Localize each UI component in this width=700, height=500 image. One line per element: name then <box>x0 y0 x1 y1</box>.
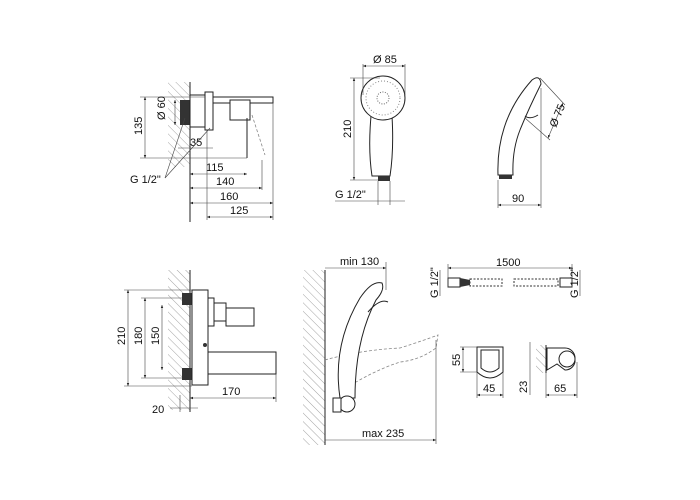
holder-view: 55 45 23 65 <box>451 342 578 398</box>
mixer-body <box>191 289 209 386</box>
wall-hatch <box>303 270 325 445</box>
lever <box>225 307 255 327</box>
dim-55: 55 <box>451 354 463 366</box>
dim-90: 90 <box>512 193 524 205</box>
shower-head <box>360 75 406 121</box>
dim-210: 210 <box>342 120 354 138</box>
handshower-front-view: Ø 85 210 G 1/2" <box>335 54 406 205</box>
dim-140: 140 <box>216 176 234 188</box>
handshower-profile <box>497 77 542 176</box>
thread-right: G 1/2" <box>569 267 581 298</box>
dim-65: 65 <box>554 383 566 395</box>
spout <box>207 351 277 375</box>
bath-mixer-side-view: 210 180 150 20 170 <box>116 270 277 416</box>
thread-label: G 1/2" <box>335 189 366 201</box>
dim-210: 210 <box>116 327 128 345</box>
thread-label: G 1/2" <box>130 174 161 186</box>
dim-min-130: min 130 <box>340 256 379 268</box>
spout-ghost <box>324 334 439 393</box>
hose-segment <box>469 278 503 287</box>
dim-20: 20 <box>152 404 164 416</box>
dim-125: 125 <box>230 205 248 217</box>
valve-body <box>229 99 251 121</box>
hose-end-left <box>447 277 461 288</box>
dim-d60: Ø 60 <box>156 96 168 120</box>
hose-view: 1500 G 1/2" G 1/2" <box>429 257 581 298</box>
wall-mixer-side-view: 135 Ø 60 35 115 140 160 125 G 1/2" <box>130 82 274 222</box>
dim-170: 170 <box>222 386 240 398</box>
wall-hatch <box>536 345 546 373</box>
dim-180: 180 <box>133 327 145 345</box>
dim-d75: Ø 75 <box>548 103 568 130</box>
thread-left: G 1/2" <box>429 267 441 298</box>
wall-hatch <box>168 270 190 410</box>
dim-23: 23 <box>518 381 530 393</box>
dim-160: 160 <box>220 191 238 203</box>
dim-115: 115 <box>206 162 224 174</box>
flange <box>189 94 206 128</box>
handshower-handle <box>369 115 394 177</box>
hose-segment <box>513 278 559 287</box>
dim-45: 45 <box>483 383 495 395</box>
handshower <box>337 282 384 399</box>
connector-thread <box>180 100 190 125</box>
installation-view: min 130 max 235 <box>303 256 439 445</box>
dim-1500: 1500 <box>496 257 520 269</box>
dim-150: 150 <box>150 327 162 345</box>
nut <box>204 91 214 131</box>
handshower-side-view: Ø 75 90 <box>497 77 568 208</box>
dim-135: 135 <box>133 117 145 135</box>
dim-d85: Ø 85 <box>373 54 397 66</box>
dim-max-235: max 235 <box>362 428 404 440</box>
